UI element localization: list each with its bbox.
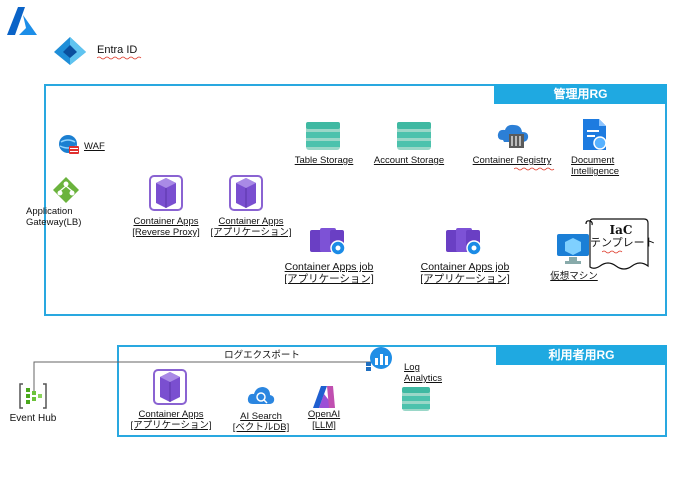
user-rg-title: 利用者用RG bbox=[496, 345, 667, 365]
virtual-machine-icon bbox=[557, 234, 589, 264]
waf-icon bbox=[59, 135, 79, 154]
container-apps-job-icon-1 bbox=[310, 228, 346, 256]
table-storage-label: Table Storage bbox=[294, 155, 354, 166]
user-container-apps-label: Container Apps [アプリケーション] bbox=[130, 409, 212, 431]
ai-search-label: AI Search [ベクトルDB] bbox=[232, 411, 290, 433]
container-apps-proxy-label: Container Apps [Reverse Proxy] bbox=[132, 216, 200, 238]
application-gateway-icon bbox=[53, 177, 79, 203]
container-apps-job-label-2: Container Apps job [アプリケーション] bbox=[420, 261, 510, 285]
container-registry-icon bbox=[497, 124, 529, 148]
entra-id-label: Entra ID bbox=[97, 44, 138, 56]
iac-template-spellcheck bbox=[602, 250, 623, 254]
iac-template-label: IaC テンプレート bbox=[590, 223, 656, 249]
container-apps-job-label-1: Container Apps job [アプリケーション] bbox=[284, 261, 374, 285]
log-analytics-icon bbox=[402, 387, 430, 411]
event-hub-icon bbox=[19, 383, 47, 409]
log-export-label: ログエクスポート bbox=[222, 350, 302, 361]
ai-search-icon bbox=[247, 387, 275, 404]
iac-template-scroll-icon bbox=[585, 218, 649, 270]
azure-logo-icon bbox=[7, 7, 37, 35]
document-intelligence-icon bbox=[583, 119, 607, 150]
document-intelligence-label: Document Intelligence bbox=[571, 155, 620, 177]
container-apps-app-icon bbox=[229, 175, 263, 211]
analytics-chart-icon bbox=[366, 347, 392, 371]
virtual-machine-label: 仮想マシン bbox=[550, 271, 598, 282]
openai-icon bbox=[313, 386, 335, 408]
container-apps-app-label: Container Apps [アプリケーション] bbox=[210, 216, 292, 238]
container-registry-label: Container Registry bbox=[472, 155, 552, 166]
waf-label: WAF bbox=[84, 141, 105, 152]
container-registry-spellcheck bbox=[514, 167, 555, 171]
table-storage-icon bbox=[306, 122, 340, 150]
event-hub-label: Event Hub bbox=[9, 413, 57, 424]
application-gateway-label: Application Gateway(LB) bbox=[26, 206, 82, 228]
entra-id-spellcheck bbox=[97, 56, 142, 60]
mgmt-rg-box bbox=[44, 84, 667, 316]
user-rg-box bbox=[117, 345, 667, 437]
openai-label: OpenAI [LLM] bbox=[307, 409, 341, 431]
entra-id-icon bbox=[54, 37, 86, 65]
account-storage-label: Account Storage bbox=[373, 155, 445, 166]
account-storage-icon bbox=[397, 122, 431, 150]
mgmt-rg-title: 管理用RG bbox=[494, 84, 667, 104]
user-container-apps-icon bbox=[153, 369, 187, 405]
log-analytics-label: Log Analytics bbox=[404, 362, 443, 384]
container-apps-job-icon-2 bbox=[446, 228, 482, 256]
container-apps-proxy-icon bbox=[149, 175, 183, 211]
